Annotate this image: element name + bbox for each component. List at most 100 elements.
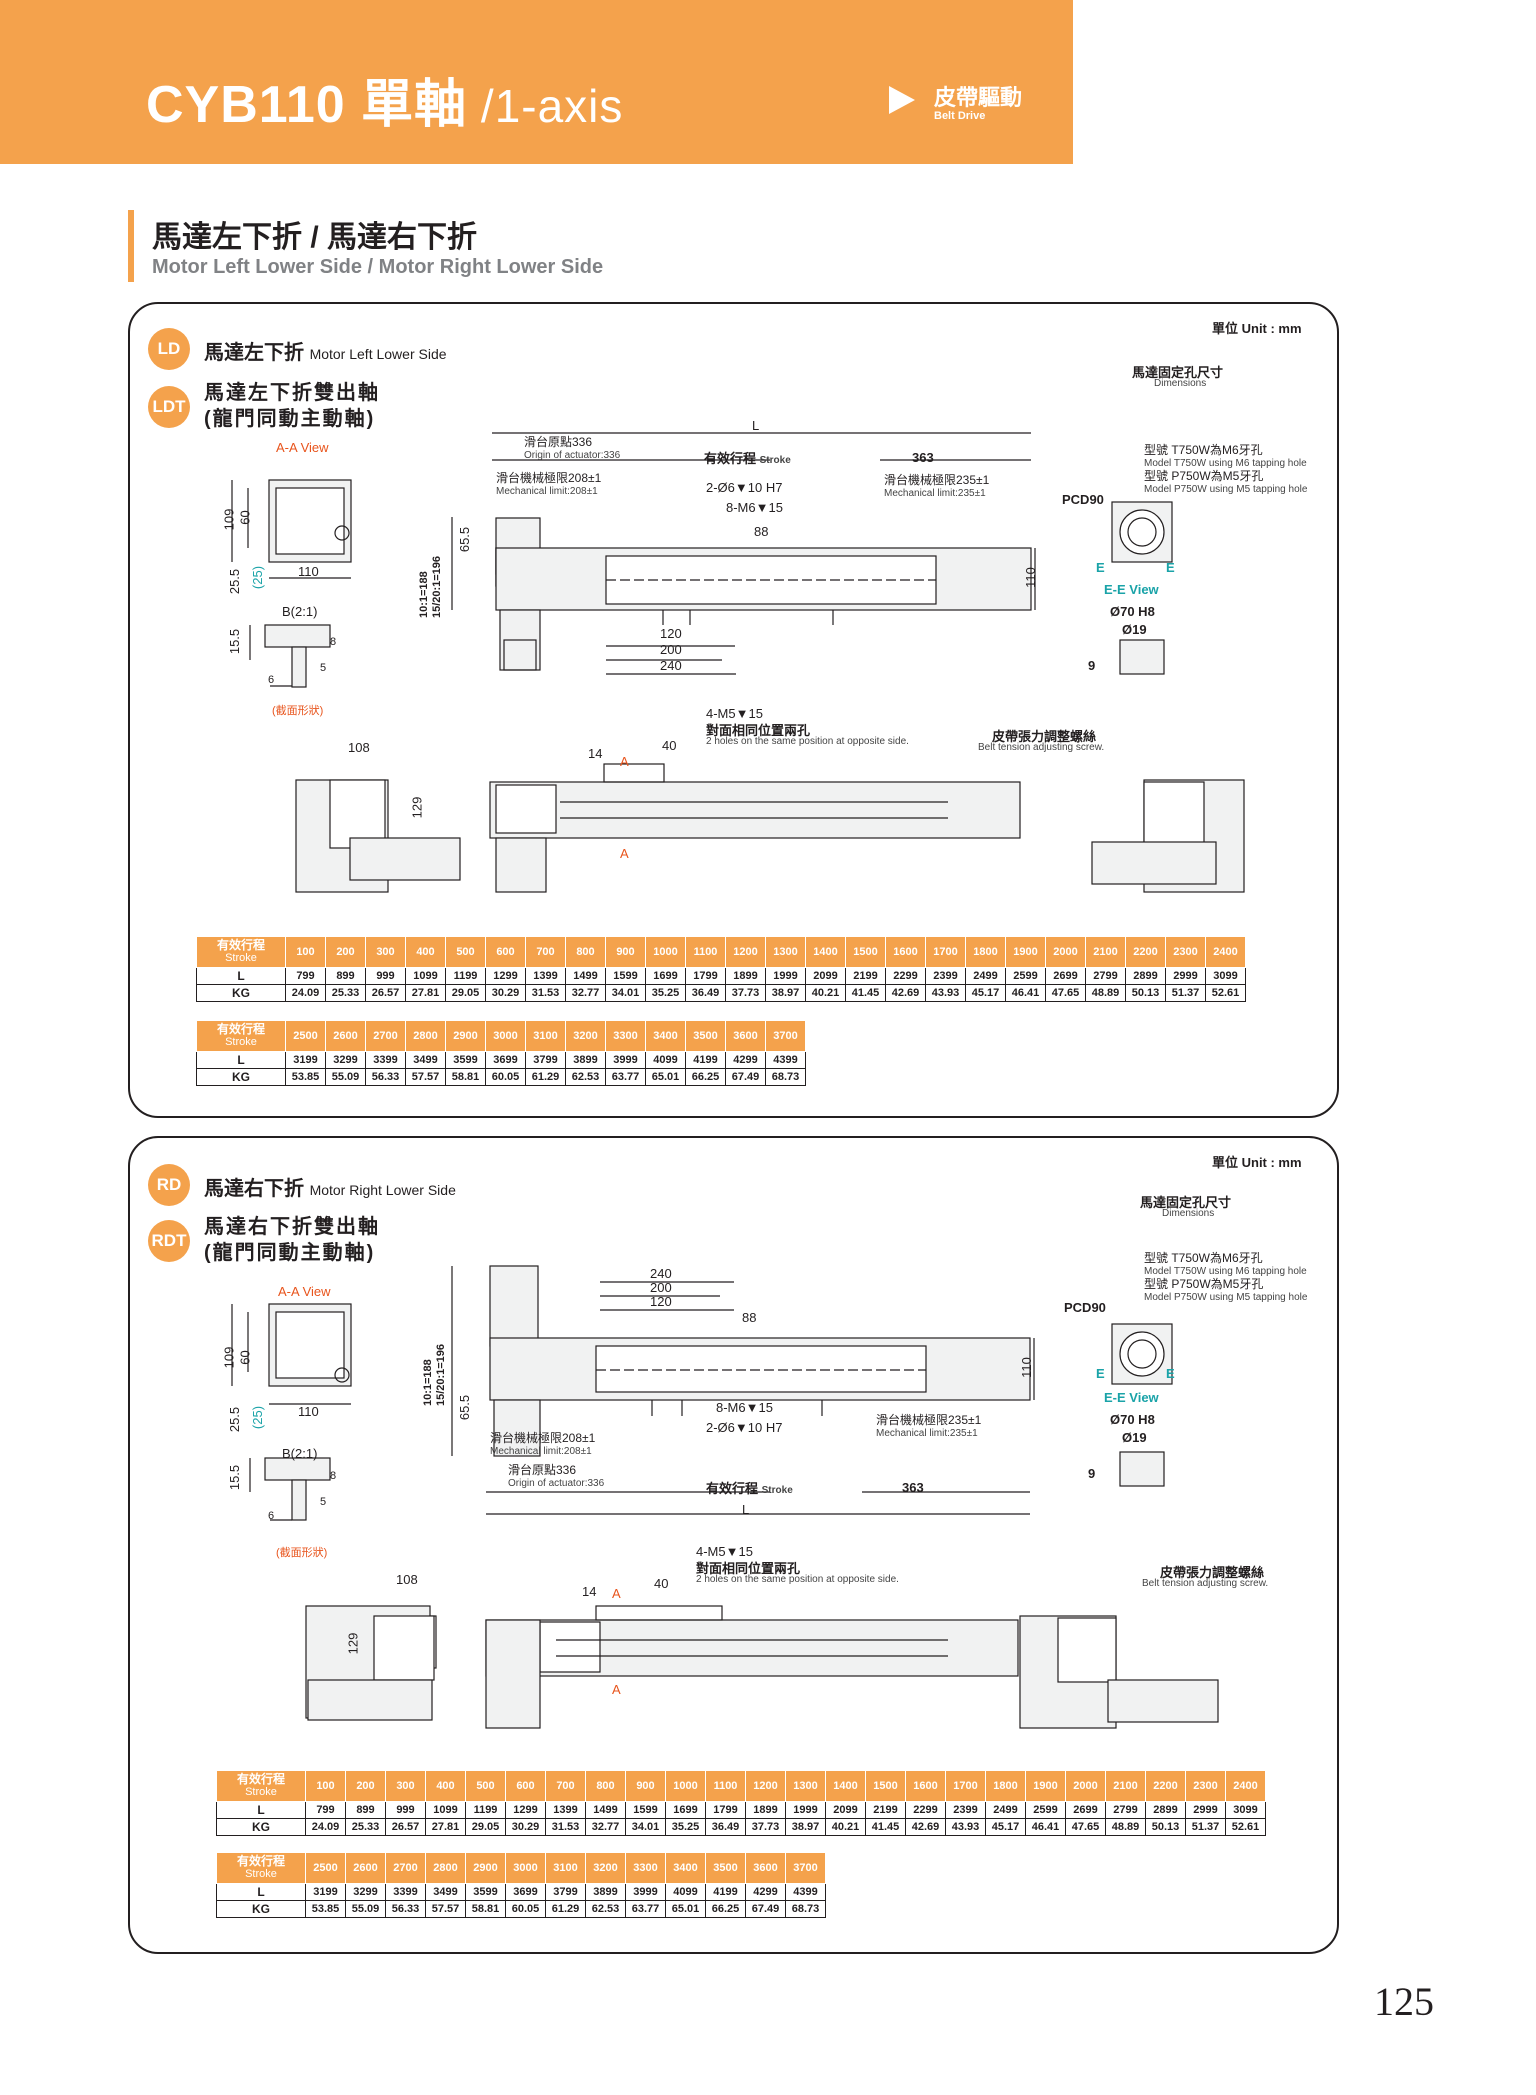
length-cell: 3999 [625,1883,666,1901]
dim-6: 6 [268,674,275,686]
dim-5: 5 [320,662,327,674]
dim-110: 110 [1018,1357,1034,1378]
hole-label-1: 2-Ø6▼10 H7 [706,480,783,495]
pcd-label: PCD90 [1062,492,1104,507]
stroke-cell: 2900 [445,1020,486,1052]
weight-cell: 45.17 [985,1818,1026,1836]
stroke-cell: 1600 [905,1770,946,1802]
stroke-cell: 2600 [325,1020,366,1052]
panel-title-rd: 馬達右下折 Motor Right Lower Side [204,1172,456,1201]
stroke-cell: 3700 [765,1020,806,1052]
length-cell: 2699 [1065,1801,1106,1819]
origin-en: Origin of actuator:336 [508,1478,605,1489]
length-cell: 4399 [785,1883,826,1901]
mech235-en: Mechanical limit:235±1 [876,1428,978,1439]
stroke-cell: 2800 [405,1020,446,1052]
badge-ldt: LDT [148,386,190,428]
length-cell: 1899 [725,967,766,985]
weight-cell: 66.25 [705,1900,746,1918]
stroke-cell: 3400 [645,1020,686,1052]
stroke-cell: 2100 [1105,1770,1146,1802]
mech208-zh: 滑台機械極限208±1 [496,471,602,485]
dim-363: 363 [902,1480,924,1495]
stroke-cell: 2900 [465,1852,506,1884]
hole-label-1: 2-Ø6▼10 H7 [706,1420,783,1435]
length-cell: 1299 [505,1801,546,1819]
m5-zh: 4-M5▼15 [696,1544,753,1559]
p750-zh: 型號 P750W為M5牙孔 [1144,1277,1264,1291]
stroke-header-zh: 有效行程 [216,938,265,952]
dim-240: 240 [650,1266,672,1281]
dim-25: 25.5 [227,1406,243,1433]
p750-zh: 型號 P750W為M5牙孔 [1144,469,1264,483]
hole-label-2: 8-M6▼15 [726,500,783,515]
section-shape-label: (截面形狀) [276,1547,328,1559]
stroke-cell: 2100 [1085,936,1126,968]
weight-cell: 51.37 [1165,984,1206,1002]
dim-19: Ø19 [1122,622,1147,637]
length-cell: 899 [345,1801,386,1819]
dim-70: Ø70 H8 [1110,1412,1155,1427]
length-cell: 1099 [425,1801,466,1819]
motor-fix-en: Dimensions [1154,378,1207,389]
stroke-cell: 1300 [765,936,806,968]
stroke-cell: 1900 [1025,1770,1066,1802]
e-right: E [1166,560,1175,575]
stroke-cell: 3200 [565,1020,606,1052]
dim-110b: 110 [298,1404,319,1419]
dim-109: 109 [221,1346,237,1369]
weight-cell: 56.33 [385,1900,426,1918]
weight-cell: 55.09 [345,1900,386,1918]
stroke-cell: 3000 [505,1852,546,1884]
weight-cell: 42.69 [905,1818,946,1836]
stroke-cell: 800 [585,1770,626,1802]
length-cell: 2299 [885,967,926,985]
stroke-cell: 2300 [1185,1770,1226,1802]
weight-header: KG [216,1900,306,1918]
title-ldt-line1: 馬達左下折雙出軸 [204,382,380,404]
panel-left-lower [128,302,1339,1118]
length-cell: 1799 [705,1801,746,1819]
length-cell: 1199 [465,1801,506,1819]
length-cell: 3299 [345,1883,386,1901]
stroke-cell: 3100 [525,1020,566,1052]
length-cell: 1599 [625,1801,666,1819]
stroke-cell: 300 [365,936,406,968]
stroke-cell: 2300 [1165,936,1206,968]
weight-cell: 35.25 [665,1818,706,1836]
weight-cell: 40.21 [805,984,846,1002]
stroke-cell: 2000 [1045,936,1086,968]
stroke-cell: 500 [445,936,486,968]
length-cell: 3699 [505,1883,546,1901]
stroke-cell: 1400 [825,1770,866,1802]
weight-cell: 58.81 [465,1900,506,1918]
play-arrow-icon [889,86,915,114]
dim-88: 88 [754,524,769,539]
stroke-header-en: Stroke [225,1036,257,1048]
dim-65: 65.5 [457,1394,473,1421]
stroke-cell: 3300 [625,1852,666,1884]
weight-cell: 66.25 [685,1068,726,1086]
section-a-bottom: A [612,1682,621,1697]
dim-6: 6 [268,1510,275,1522]
length-cell: 3199 [305,1883,346,1901]
stroke-cell: 2200 [1125,936,1166,968]
stroke-cell: 700 [525,936,566,968]
stroke-cell: 1100 [705,1770,746,1802]
weight-cell: 36.49 [705,1818,746,1836]
weight-cell: 63.77 [605,1068,646,1086]
weight-cell: 27.81 [425,1818,466,1836]
weight-header: KG [196,984,286,1002]
